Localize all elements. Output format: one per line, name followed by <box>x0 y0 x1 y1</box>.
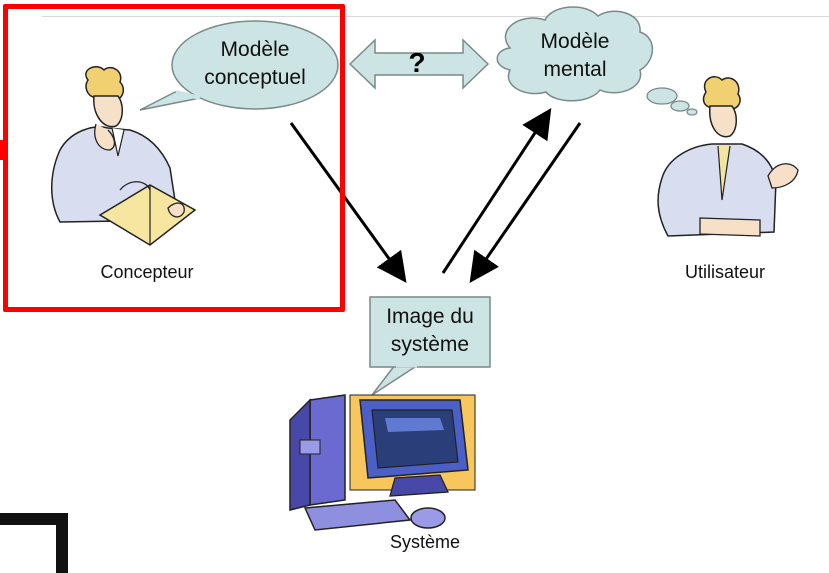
mental-model-line-2: mental <box>543 58 607 81</box>
user-thought-cloud <box>496 6 698 116</box>
system-image-line-1: Image du <box>386 305 474 328</box>
system-speech-text: Image du système <box>370 303 490 359</box>
top-rule <box>42 16 829 17</box>
arrow-conceptual-to-system <box>289 122 407 283</box>
designer-label: Concepteur <box>100 262 194 282</box>
gesturing-man-icon <box>657 76 799 237</box>
reading-man-icon <box>51 66 197 246</box>
corner-frame-fragment <box>0 513 68 573</box>
arrow-mental-to-system <box>469 122 582 283</box>
diagram-canvas <box>51 6 799 531</box>
system-image-line-2: système <box>390 333 470 356</box>
question-mark: ? <box>408 47 426 78</box>
mental-model-line-1: Modèle <box>540 30 610 53</box>
user-thought-text: Modèle mental <box>515 28 635 84</box>
arrow-system-to-mental <box>441 107 552 274</box>
system-label: Système <box>389 532 461 552</box>
conceptual-model-line-2: conceptuel <box>204 66 306 89</box>
desktop-computer-icon <box>289 394 476 531</box>
designer-speech-text: Modèle conceptuel <box>182 36 328 92</box>
designer-speech-bubble <box>139 20 339 111</box>
conceptual-model-line-1: Modèle <box>220 38 290 61</box>
system-speech-bubble <box>369 296 491 396</box>
highlight-edge-fragment <box>0 140 8 160</box>
user-label: Utilisateur <box>684 262 766 282</box>
comparison-double-arrow <box>348 38 490 90</box>
